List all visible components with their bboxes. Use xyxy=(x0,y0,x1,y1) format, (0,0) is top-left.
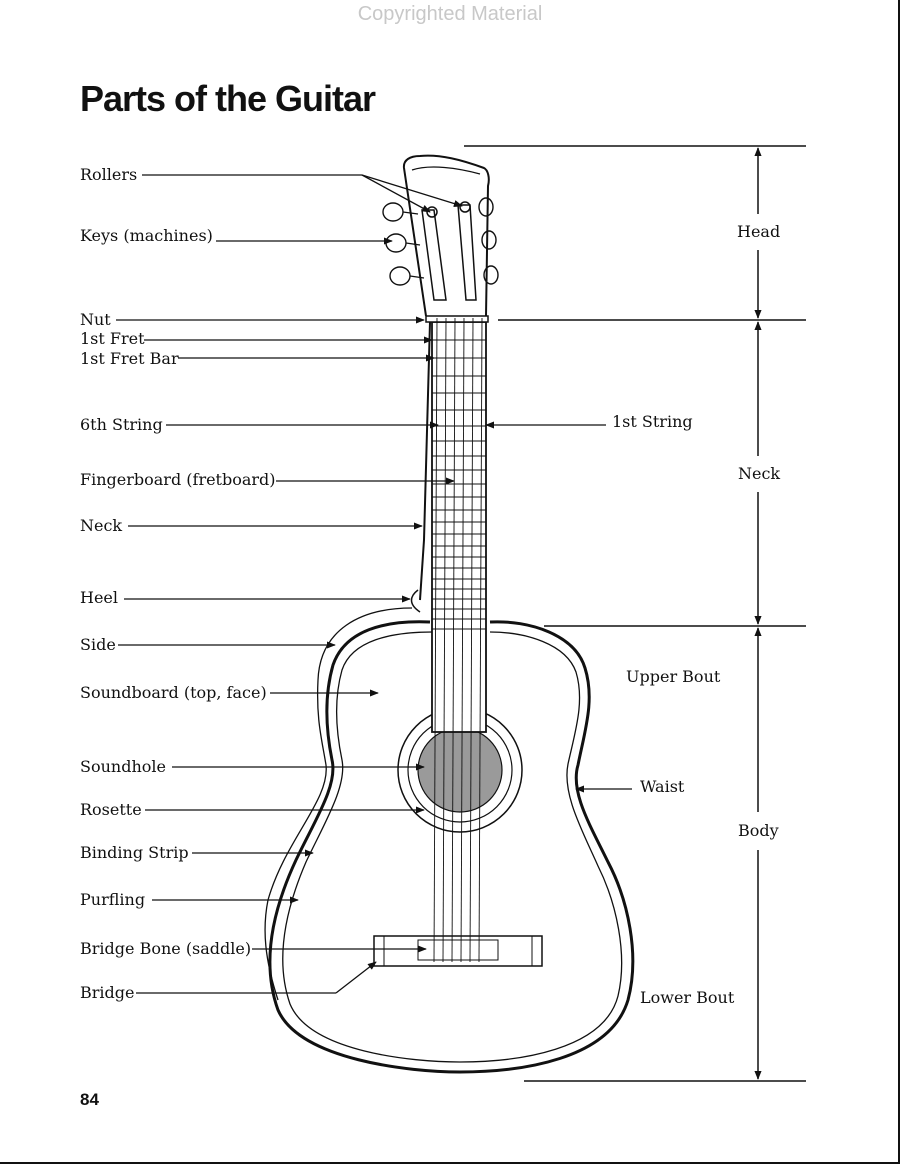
label-keys: Keys (machines) xyxy=(80,226,213,245)
label-purfling: Purfling xyxy=(80,890,146,909)
neck-group xyxy=(419,315,489,733)
label-soundhole: Soundhole xyxy=(80,757,166,776)
guitar-string xyxy=(478,317,483,963)
label-1st-fret: 1st Fret xyxy=(80,329,145,348)
page-number: 84 xyxy=(80,1090,99,1109)
label-side: Side xyxy=(80,635,116,654)
label-rollers: Rollers xyxy=(80,165,138,184)
roller-left xyxy=(426,206,438,218)
headstock xyxy=(382,154,499,317)
body-outer-outline xyxy=(268,620,635,1074)
label-1st-string: 1st String xyxy=(612,412,693,431)
body-inner-purfling xyxy=(282,631,623,1063)
label-upper-bout: Upper Bout xyxy=(626,667,721,686)
page-border-right xyxy=(898,0,900,1164)
label-fingerboard: Fingerboard (fretboard) xyxy=(80,470,276,489)
guitar-string xyxy=(442,317,447,963)
page-border-bottom xyxy=(0,1162,900,1164)
key-right-3 xyxy=(483,265,499,285)
label-rosette: Rosette xyxy=(80,800,142,819)
leader-lines xyxy=(116,174,632,994)
label-nut: Nut xyxy=(80,310,111,329)
label-bridge-bone: Bridge Bone (saddle) xyxy=(80,939,252,958)
label-head: Head xyxy=(737,222,781,241)
nut xyxy=(425,315,489,323)
key-left-2 xyxy=(385,233,407,253)
label-lower-bout: Lower Bout xyxy=(640,988,735,1007)
body-side-contour xyxy=(264,607,413,1001)
key-right-2 xyxy=(481,230,497,250)
label-soundboard: Soundboard (top, face) xyxy=(80,683,267,702)
label-heel: Heel xyxy=(80,588,119,607)
guitar-string xyxy=(469,317,474,963)
heel-curve xyxy=(410,589,421,613)
dimension-lines xyxy=(464,145,806,1082)
label-waist: Waist xyxy=(640,777,685,796)
label-6th-string: 6th String xyxy=(80,415,163,434)
label-body: Body xyxy=(738,821,779,840)
guitar-body xyxy=(264,589,635,1074)
key-right-1 xyxy=(478,197,494,217)
soundhole xyxy=(417,727,503,813)
page-title: Parts of the Guitar xyxy=(80,78,376,119)
label-neck-left: Neck xyxy=(80,516,123,535)
headstock-slot-left xyxy=(421,209,447,301)
fingerboard xyxy=(431,321,487,733)
guitar-string xyxy=(460,317,465,963)
key-left-1 xyxy=(382,202,404,222)
bridge-block xyxy=(373,935,543,967)
label-binding-strip: Binding Strip xyxy=(80,843,189,862)
roller-right xyxy=(459,201,471,213)
neck-back-edge xyxy=(419,321,431,601)
watermark: Copyrighted Material xyxy=(357,3,543,25)
label-1st-fret-bar: 1st Fret Bar xyxy=(80,349,179,368)
label-bridge: Bridge xyxy=(80,983,135,1002)
guitar-string xyxy=(451,317,456,963)
key-left-3 xyxy=(389,266,411,286)
bridge-group xyxy=(373,935,543,967)
headstock-slot-right xyxy=(457,204,477,301)
label-neck-right: Neck xyxy=(738,464,781,483)
